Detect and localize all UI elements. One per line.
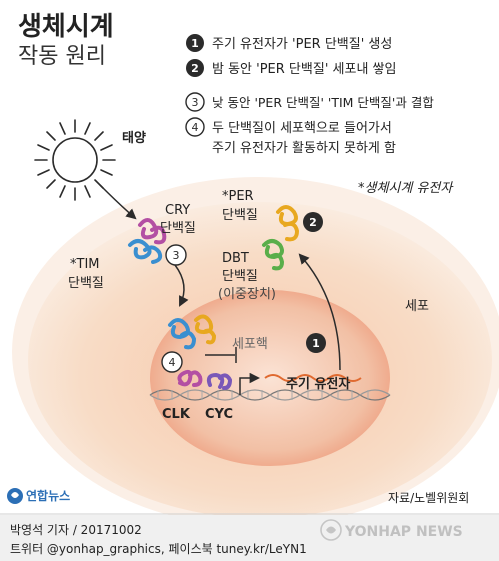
step-2-text: 밤 동안 'PER 단백질' 세포내 쌓임 bbox=[212, 62, 396, 77]
per-protein-squiggle bbox=[276, 205, 300, 242]
step-list-markers bbox=[185, 34, 205, 137]
step-2-number: 2 bbox=[191, 62, 199, 75]
sun-icon bbox=[34, 119, 116, 201]
step-4-text-line-1: 두 단백질이 세포핵으로 들어가서 bbox=[212, 121, 392, 136]
mrna-strand bbox=[264, 374, 362, 382]
watermark-logo-icon bbox=[320, 519, 342, 541]
title-line-2: 작동 원리 bbox=[18, 44, 106, 69]
title-line-1: 생체시계 bbox=[18, 12, 114, 42]
step-1-text: 주기 유전자가 'PER 단백질' 생성 bbox=[212, 37, 392, 52]
marker-3-disc bbox=[165, 244, 187, 266]
cry-protein-squiggle bbox=[138, 218, 167, 245]
per-label-line-1: *PER bbox=[222, 189, 254, 204]
author-credit: 박영석 기자 / 20171002 bbox=[10, 523, 142, 537]
nucleus bbox=[150, 290, 390, 466]
marker-2-number: 2 bbox=[309, 216, 317, 229]
dna-helix bbox=[149, 389, 391, 401]
cyc-protein bbox=[206, 372, 233, 390]
step-3-number: 3 bbox=[192, 96, 199, 109]
cell-label: 세포 bbox=[405, 299, 429, 314]
social-credit: 트위터 @yonhap_graphics, 페이스북 tuney.kr/LeYN… bbox=[10, 542, 307, 556]
dbt-label-line-1: DBT bbox=[222, 251, 249, 266]
nucleus-label: 세포핵 bbox=[232, 337, 268, 352]
gene-label: 주기 유전자 bbox=[286, 376, 350, 392]
yonhap-logo-icon bbox=[7, 488, 23, 504]
marker-2-disc bbox=[303, 212, 323, 232]
cyc-label: CYC bbox=[205, 407, 233, 422]
cry-label-line-1: CRY bbox=[165, 203, 190, 218]
inhibition-line bbox=[205, 347, 237, 363]
tim-protein-squiggle bbox=[128, 239, 163, 264]
cry-label-line-2: 단백질 bbox=[160, 221, 196, 236]
sun-to-cry-arrow bbox=[99, 184, 137, 220]
dbt-label-line-2: 단백질 bbox=[222, 269, 258, 284]
gene-note: *생체시계 유전자 bbox=[358, 181, 454, 196]
step-4-text-line-2: 주기 유전자가 활동하지 못하게 함 bbox=[212, 141, 396, 156]
marker-4-disc bbox=[161, 351, 183, 373]
per-label-line-2: 단백질 bbox=[222, 208, 258, 223]
step-3-text: 낮 동안 'PER 단백질' 'TIM 단백질'과 결합 bbox=[212, 95, 434, 110]
marker-1-disc bbox=[306, 333, 326, 353]
tim-per-complex bbox=[168, 314, 217, 350]
clk-label: CLK bbox=[162, 407, 191, 422]
gene-to-per-arrow bbox=[298, 253, 341, 371]
dbt-label-line-3: (이중장치) bbox=[218, 287, 276, 302]
dbt-protein-squiggle bbox=[262, 239, 285, 271]
logo-text: 연합뉴스 bbox=[26, 488, 70, 503]
footer-band bbox=[0, 515, 499, 561]
marker-3-number: 3 bbox=[173, 249, 180, 262]
step-1-number: 1 bbox=[191, 37, 199, 50]
watermark-text: YONHAP NEWS bbox=[344, 524, 463, 540]
source-credit: 자료/노벨위원회 bbox=[388, 491, 469, 505]
tim-label-line-2: 단백질 bbox=[68, 276, 104, 291]
transcription-arrow bbox=[239, 372, 261, 395]
marker-1-number: 1 bbox=[312, 337, 320, 350]
clk-protein bbox=[177, 369, 203, 387]
step-4-number: 4 bbox=[192, 121, 199, 134]
sun-label: 태양 bbox=[122, 131, 146, 146]
tim-label-line-1: *TIM bbox=[70, 257, 100, 272]
marker-4-number: 4 bbox=[169, 356, 176, 369]
complex-to-nucleus-arrow bbox=[174, 264, 189, 307]
